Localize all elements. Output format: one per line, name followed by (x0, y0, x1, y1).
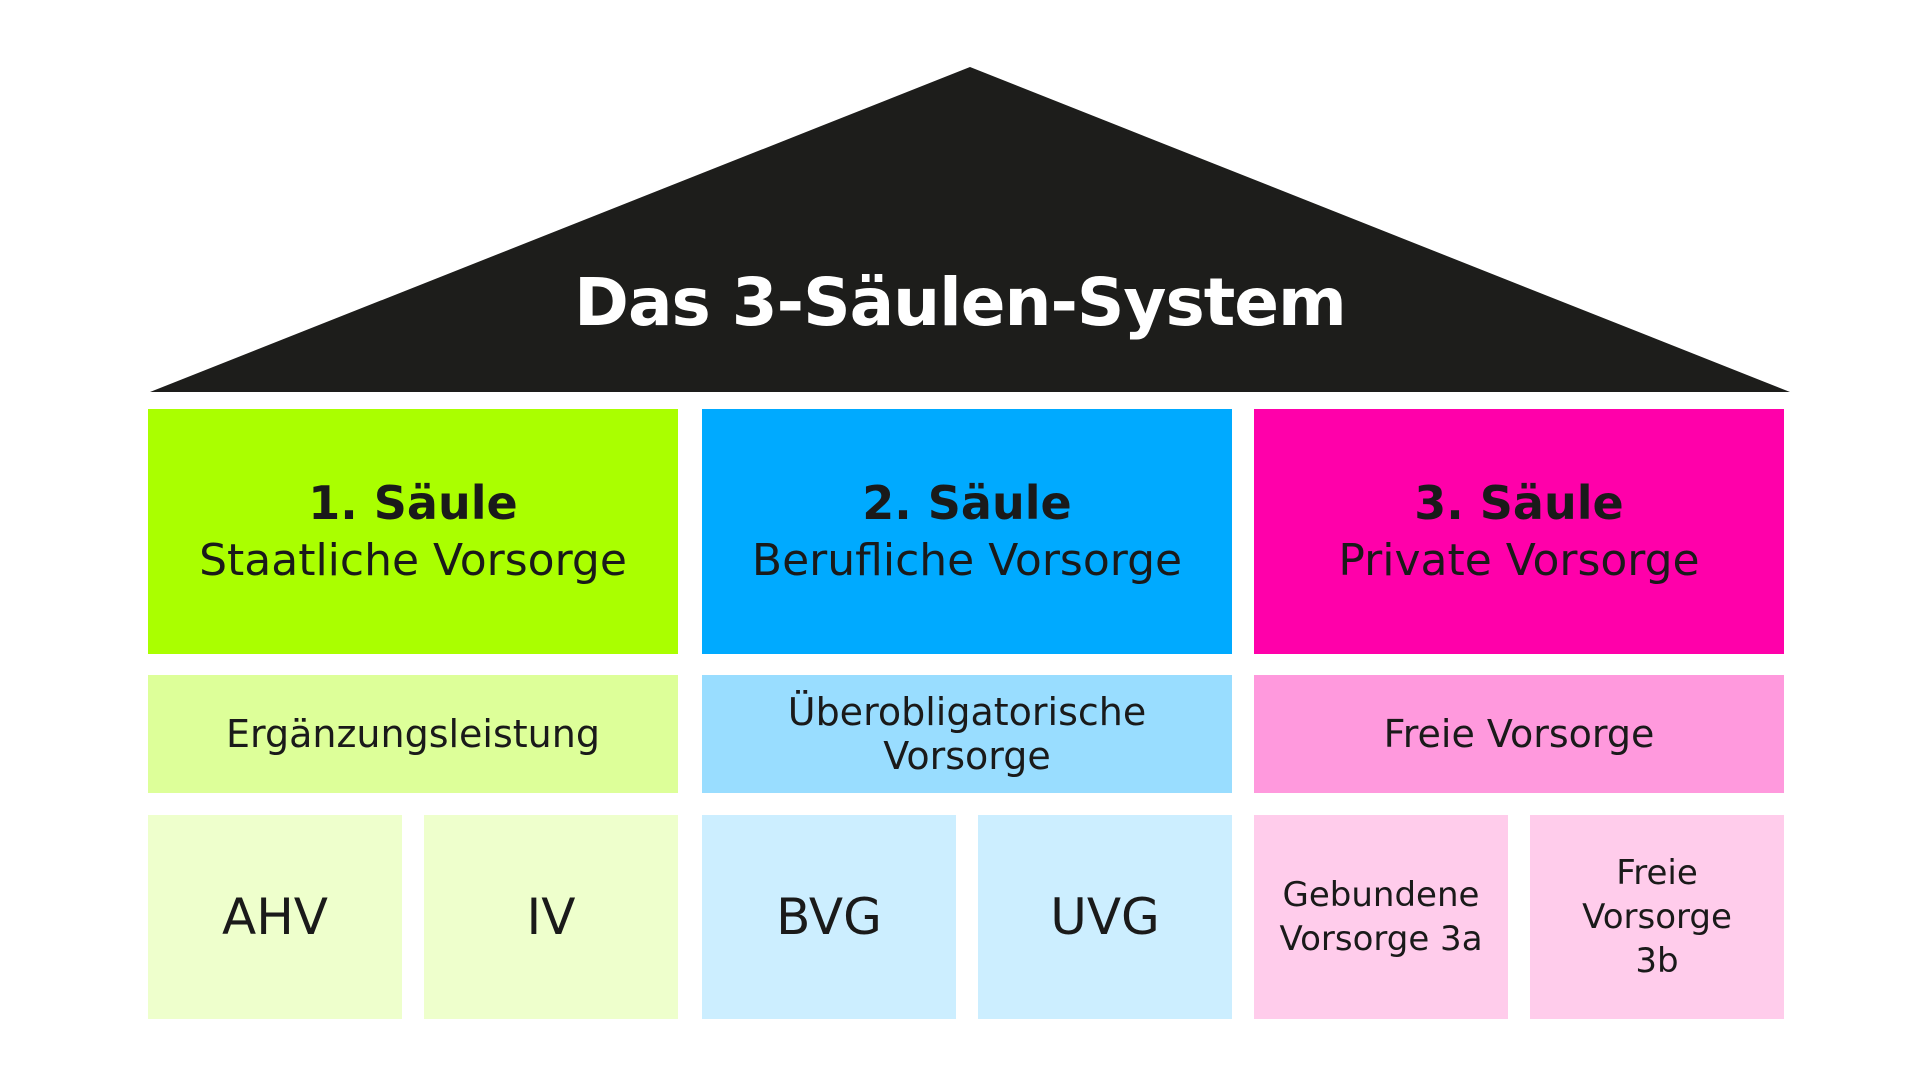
pillar-1-subtitle: Staatliche Vorsorge (199, 534, 627, 586)
pillar-3-leaf-3a-line-1: Gebundene (1282, 875, 1480, 915)
pillar-3-leaf-3a: Gebundene Vorsorge 3a (1254, 815, 1508, 1019)
pillar-2-leaf-bvg: BVG (702, 815, 956, 1019)
pillar-2-header: 2. Säule Berufliche Vorsorge (702, 409, 1232, 654)
pillar-1-middle: Ergänzungsleistung (148, 675, 678, 793)
pillar-1-number: 1. Säule (308, 475, 518, 530)
pillar-2-subtitle: Berufliche Vorsorge (751, 534, 1183, 586)
pillar-3-leaf-3b-line-1: Freie Vorsorge (1582, 853, 1732, 937)
pillar-1-header: 1. Säule Staatliche Vorsorge (148, 409, 678, 654)
pillar-3-middle: Freie Vorsorge (1254, 675, 1784, 793)
pillar-2-leaf-uvg: UVG (978, 815, 1232, 1019)
pillar-3-header: 3. Säule Private Vorsorge (1254, 409, 1784, 654)
pillar-1-leaf-iv: IV (424, 815, 678, 1019)
diagram-title: Das 3-Säulen-System (574, 264, 1347, 341)
roof-shape (150, 67, 1790, 392)
pillar-2-number: 2. Säule (862, 475, 1072, 530)
roof-triangle (150, 67, 1790, 392)
pillar-2-middle: Überobligatorische Vorsorge (702, 675, 1232, 793)
pillar-1-leaf-ahv: AHV (148, 815, 402, 1019)
pillar-3-leaf-3b: Freie Vorsorge 3b (1530, 815, 1784, 1019)
pillar-3-leaf-3a-line-2: Vorsorge 3a (1279, 919, 1483, 959)
pillar-3-number: 3. Säule (1414, 475, 1624, 530)
pillar-3-subtitle: Private Vorsorge (1338, 534, 1700, 586)
pillar-3-leaf-3b-line-2: 3b (1635, 941, 1679, 981)
